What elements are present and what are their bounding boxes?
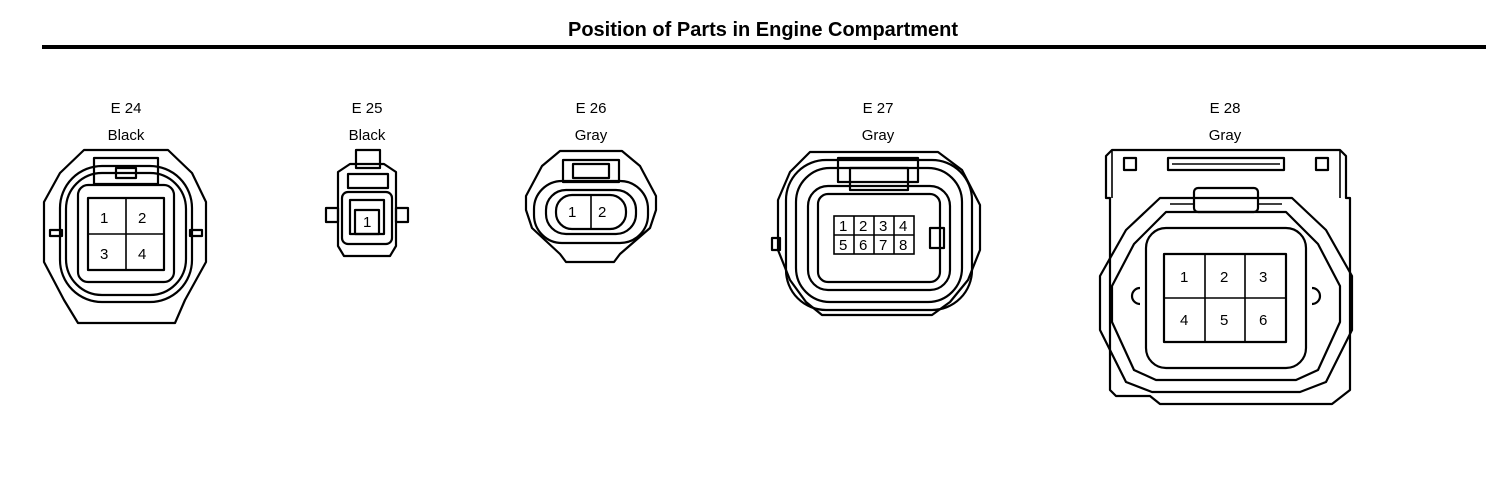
pin-label: 6 [1259,312,1267,329]
pin-label: 2 [138,210,146,227]
pin-label: 4 [899,218,907,235]
pin-label: 4 [138,246,146,263]
diagram-title: Position of Parts in Engine Compartment [567,19,959,41]
connector-color-e28: Gray [1208,127,1242,144]
connector-color-e25: Black [348,127,386,144]
connector-code-e24: E 24 [110,100,142,117]
pin-label: 3 [1259,269,1267,286]
pin-label: 1 [1180,269,1188,286]
connector-code-e27: E 27 [862,100,894,117]
pin-label: 1 [363,214,371,231]
connector-e24: 1 2 3 4 [42,148,208,325]
connector-code-e28: E 28 [1209,100,1241,117]
pin-label: 2 [1220,269,1228,286]
pin-label: 4 [1180,312,1188,329]
pin-label: 7 [879,237,887,254]
connector-e28: 1 2 3 4 5 6 [1098,148,1354,406]
pin-label: 8 [899,237,907,254]
connector-e26: 1 2 [524,149,658,264]
pin-label: 3 [100,246,108,263]
pin-label: 6 [859,237,867,254]
connector-color-e26: Gray [574,127,608,144]
title-rule [42,45,1486,49]
connector-color-e24: Black [107,127,145,144]
pin-label: 3 [879,218,887,235]
connector-e27: 1 2 3 4 5 6 7 8 [770,150,982,317]
pin-label: 1 [839,218,847,235]
pin-label: 2 [859,218,867,235]
pin-label: 1 [568,204,576,221]
connector-e25: 1 [324,148,410,258]
pin-label: 1 [100,210,108,227]
pin-label: 2 [598,204,606,221]
pin-label: 5 [1220,312,1228,329]
connector-code-e26: E 26 [575,100,607,117]
connector-color-e27: Gray [861,127,895,144]
connector-code-e25: E 25 [351,100,383,117]
pin-label: 5 [839,237,847,254]
